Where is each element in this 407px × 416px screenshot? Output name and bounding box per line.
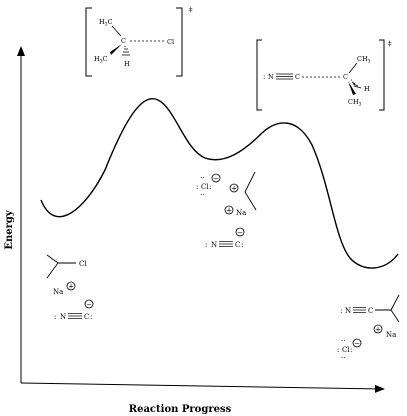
reactant-chlorine: Cl: [79, 260, 87, 268]
ts1-methyl-left: H3C: [94, 55, 108, 65]
ts2-methyl-bottom: CH3: [348, 98, 362, 108]
prod-nitrile-nitrogen: N: [345, 307, 351, 315]
ts1-bond-top: [111, 25, 122, 37]
ts2-wedge-bond: [348, 81, 356, 95]
ts2-carbon: C: [343, 73, 348, 81]
ts2-bond-top: [348, 62, 358, 74]
x-axis-label: Reaction Progress: [129, 404, 232, 415]
int-chloride-lone-pair-left: :: [196, 183, 198, 191]
prod-chloride-lone-pair-left: :: [337, 346, 339, 354]
cyanide-minus-charge: −: [86, 301, 92, 309]
prod-sodium-charge-circle: [373, 324, 383, 334]
int-chloride: Cl: [201, 183, 209, 191]
ts1-bracket-right: [176, 7, 183, 77]
int-chloride-dots-top: ··: [200, 174, 204, 182]
prod-sodium-plus: +: [375, 326, 381, 334]
sodium-charge-circle: [66, 281, 76, 291]
cyanide-nitrogen-lone-pair: :: [54, 313, 56, 321]
int-cyanide-lone-pair-left: :: [205, 241, 207, 249]
prod-sodium: Na: [386, 331, 396, 339]
products: : N C + Na ·· : Cl : ·· −: [337, 294, 400, 362]
ts2-dagger: ‡: [388, 40, 392, 48]
carbocation-charge-circle: [229, 183, 239, 193]
int-sodium-plus: +: [226, 207, 232, 215]
x-axis: [20, 382, 385, 393]
int-sodium: Na: [236, 209, 246, 217]
sodium-plus-charge: +: [68, 283, 74, 291]
ts2-nitrogen-lone-pair: :: [263, 73, 265, 81]
ts1-hash-bond: [122, 46, 130, 56]
reactant-sodium: Na: [53, 288, 63, 296]
ts1-chlorine: Cl: [167, 38, 174, 46]
ts1-wedge-bond: [110, 44, 122, 55]
prod-chloride-minus: −: [354, 340, 360, 348]
int-chloride-dots-bottom: ··: [200, 191, 204, 199]
int-cyanide-lone-pair-right: :: [241, 241, 243, 249]
int-cyanide-carbon: C: [235, 241, 240, 249]
ts2-methyl-top: CH3: [357, 55, 371, 65]
y-axis-label: Energy: [4, 209, 15, 250]
prod-chloride-charge-circle: [352, 338, 362, 348]
ts1-dagger: ‡: [189, 6, 193, 14]
cyanide-carbon-lone-pair: :: [90, 313, 92, 321]
int-chloride-minus: −: [213, 175, 219, 183]
ts1-bracket-left: [85, 7, 92, 77]
isopropyl-chloride-skeleton: [46, 254, 76, 279]
transition-state-2: ‡ : N C C CH3 H CH3: [256, 39, 392, 111]
ts2-bracket-right: [379, 39, 385, 111]
int-cyanide-charge-circle: [235, 227, 245, 237]
energy-curve: [40, 98, 399, 269]
ts2-bracket-left: [256, 39, 262, 111]
carbocation-plus: +: [231, 185, 237, 193]
int-sodium-charge-circle: [224, 205, 234, 215]
int-cyanide-minus: −: [237, 229, 243, 237]
ts2-hash-bond: [351, 79, 362, 89]
ts2-nitrogen: N: [268, 73, 274, 81]
carbocation-skeleton: [244, 171, 257, 211]
int-chloride-lone-pair-right: :: [209, 183, 211, 191]
prod-chloride-dots-top: ··: [341, 337, 345, 345]
cyanide-carbon: C: [84, 313, 89, 321]
ts2-hydrogen: H: [364, 85, 370, 93]
transition-state-1: ‡ H3C C Cl H3C H: [85, 6, 193, 77]
int-cyanide-nitrogen: N: [211, 241, 217, 249]
cyanide-nitrogen: N: [60, 313, 66, 321]
ts2-nitrile-carbon: C: [295, 73, 300, 81]
reactants: Cl Na + : N C : −: [46, 254, 94, 321]
int-chloride-charge-circle: [211, 173, 221, 183]
prod-chloride-dots-bottom: ··: [341, 354, 345, 362]
ts1-methyl-top: H3C: [99, 18, 113, 28]
intermediate: ·· : Cl : ·· − + + Na : N C : −: [196, 171, 257, 249]
prod-chloride-lone-pair-right: :: [350, 346, 352, 354]
prod-isopropyl-skeleton: [375, 294, 400, 323]
prod-nitrile-carbon: C: [368, 307, 373, 315]
ts1-hydrogen: H: [124, 60, 130, 68]
ts1-carbon: C: [121, 37, 126, 45]
prod-nitrile-lone-pair: :: [340, 307, 342, 315]
cyanide-charge-circle: [84, 299, 94, 309]
prod-chloride: Cl: [342, 346, 350, 354]
